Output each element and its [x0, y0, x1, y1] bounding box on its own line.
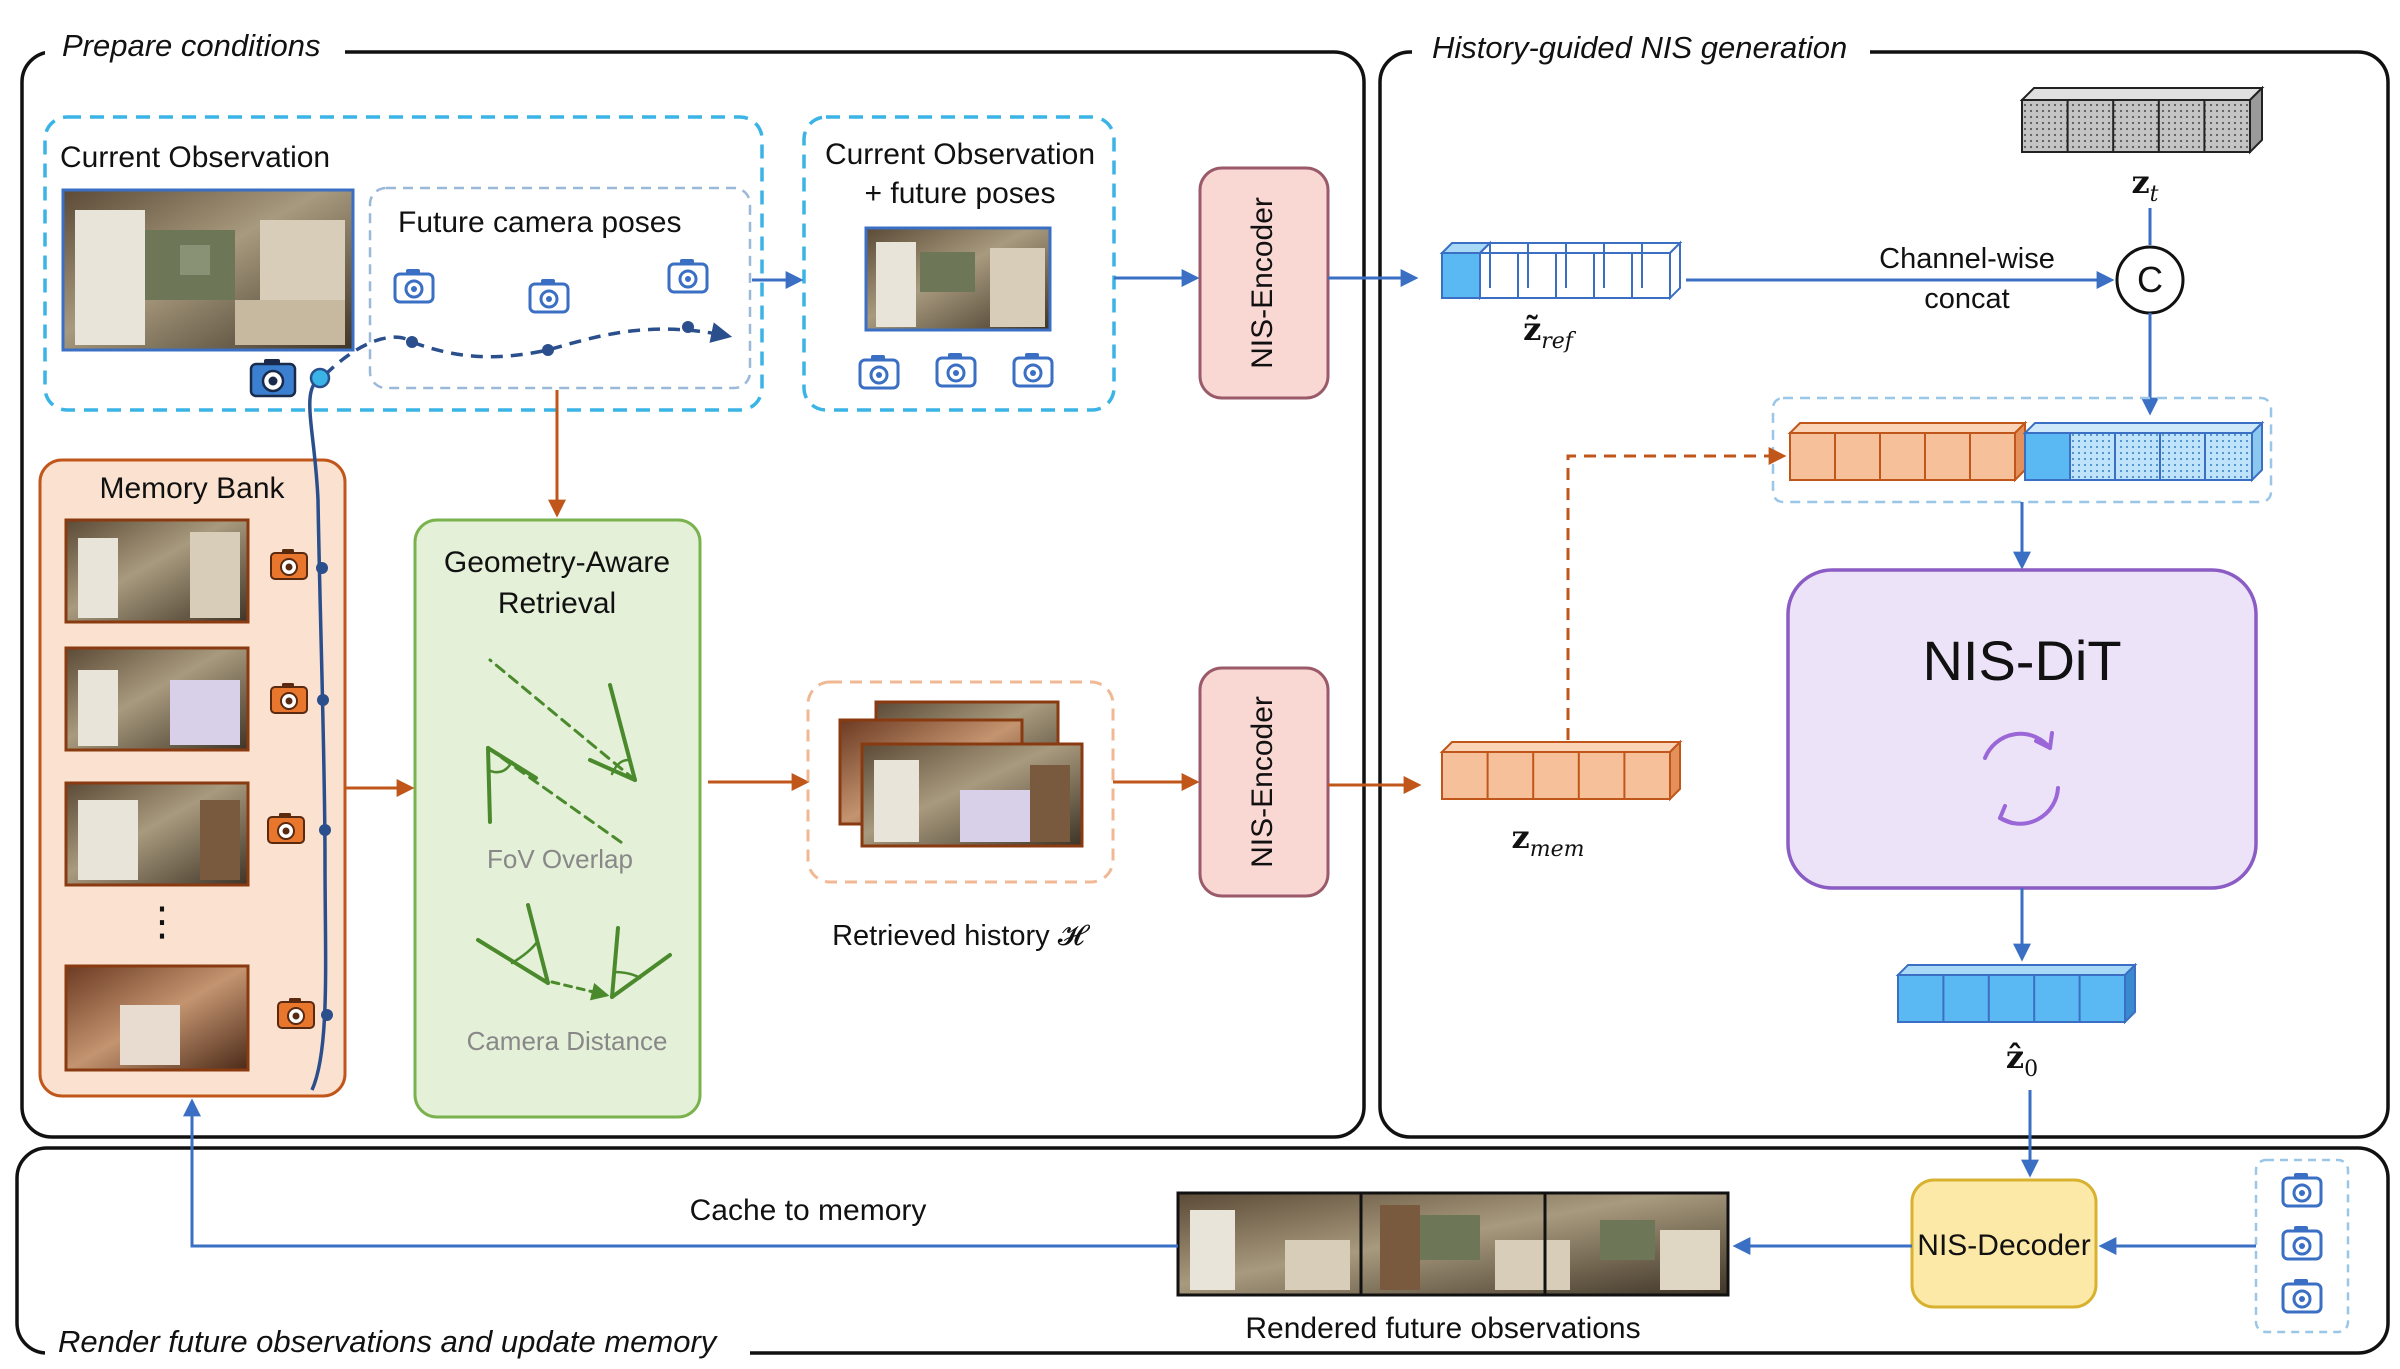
- fov-overlap-label: FoV Overlap: [487, 844, 633, 874]
- z0-label: ẑ0: [2006, 1038, 2038, 1082]
- future-trajectory-path: [323, 322, 733, 377]
- current-observation-image: [61, 188, 355, 352]
- memory-point: [319, 824, 331, 836]
- trajectory-point: [682, 321, 694, 333]
- rendered-future-label: Rendered future observations: [1245, 1312, 1640, 1345]
- future-poses-label: Future camera poses: [398, 206, 681, 239]
- memory-ellipsis: ⋮: [142, 900, 182, 944]
- arrow-zmem-to-combined: [1566, 447, 1787, 740]
- nis-encoder-top: [1198, 166, 1330, 400]
- fov-overlap-glyph: [486, 658, 637, 847]
- geometry-retrieval-panel: [413, 518, 702, 1119]
- render-section-frame: [15, 1146, 2390, 1355]
- nis-encoder-bottom: [1198, 666, 1330, 898]
- decoder-camera-icon-3: [2281, 1277, 2323, 1314]
- current-observation-panel: [43, 115, 764, 412]
- trajectory-point: [406, 336, 418, 348]
- rendered-future-strip: [1176, 1191, 1730, 1297]
- retrieved-history-label: Retrieved history 𝓗: [832, 920, 1091, 952]
- z-mem-label: zmem: [1512, 818, 1585, 862]
- refresh-icon: [1983, 731, 2060, 826]
- memory-camera-icon-2: [270, 682, 308, 714]
- memory-frame-2: [64, 646, 250, 752]
- pose-camera-icon-2: [935, 351, 977, 388]
- decoder-camera-icon-2: [2281, 1224, 2323, 1261]
- camera-distance-glyph: [476, 903, 672, 1001]
- arrow-cache-to-memory: [183, 1098, 1178, 1248]
- future-poses-subpanel: [368, 186, 752, 390]
- future-camera-icon-3: [667, 257, 709, 294]
- geometry-retrieval-label-2: Retrieval: [498, 587, 616, 620]
- z-t-latent: [2019, 85, 2265, 155]
- z-mem-latent: [1439, 739, 1683, 802]
- obs-plus-poses-image: [864, 226, 1052, 332]
- memory-camera-icon-3: [267, 812, 305, 844]
- retrieved-history-panel: [806, 680, 1115, 884]
- memory-frame-1: [64, 518, 250, 624]
- combined-latent: [1787, 420, 2265, 483]
- memory-frame-3: [64, 781, 250, 887]
- camera-distance-label: Camera Distance: [467, 1026, 668, 1056]
- nis-dit-label: NIS-DiT: [1922, 629, 2121, 692]
- channel-concat-label-1: Channel-wise: [1879, 243, 2055, 275]
- obs-plus-poses-panel: [802, 115, 1116, 412]
- obs-plus-poses-label-2: + future poses: [865, 177, 1056, 210]
- history-section-title: History-guided NIS generation: [1432, 30, 1847, 65]
- memory-bank-label: Memory Bank: [99, 472, 285, 505]
- decoder-poses-panel: [2254, 1158, 2350, 1334]
- current-position-point: [309, 367, 331, 389]
- concat-symbol: C: [2137, 259, 2163, 300]
- nis-encoder-bottom-label: NIS-Encoder: [1246, 696, 1279, 868]
- prepare-section-title: Prepare conditions: [62, 28, 321, 63]
- retrieved-history-stack: [838, 700, 1084, 848]
- nis-dit-block: [1786, 568, 2258, 890]
- memory-camera-icon-1: [270, 548, 308, 580]
- render-section-title: Render future observations and update me…: [58, 1324, 719, 1359]
- nis-decoder-label: NIS-Decoder: [1917, 1229, 2090, 1262]
- memory-point: [316, 562, 328, 574]
- z-ref-label: z̃ref: [1523, 310, 1577, 354]
- z-ref-latent: [1439, 240, 1683, 301]
- current-observation-label: Current Observation: [60, 141, 330, 174]
- future-camera-icon-2: [528, 277, 570, 314]
- memory-point: [317, 694, 329, 706]
- obs-plus-poses-label-1: Current Observation: [825, 138, 1095, 171]
- history-section-frame: [1378, 50, 2390, 1139]
- future-camera-icon-1: [393, 267, 435, 304]
- pose-camera-icon-1: [858, 353, 900, 390]
- geometry-retrieval-label-1: Geometry-Aware: [444, 546, 670, 579]
- current-camera-icon: [249, 357, 297, 398]
- memory-point: [321, 1009, 333, 1021]
- decoder-camera-icon-1: [2281, 1171, 2323, 1208]
- pose-camera-icon-3: [1012, 351, 1054, 388]
- memory-trajectory-path: [308, 376, 328, 1091]
- trajectory-point: [542, 344, 554, 356]
- channel-concat-label-2: concat: [1924, 283, 2009, 315]
- memory-frame-4: [64, 964, 250, 1072]
- z0-latent: [1895, 962, 2138, 1025]
- nis-encoder-top-label: NIS-Encoder: [1246, 197, 1279, 369]
- memory-camera-icon-4: [277, 997, 315, 1029]
- nis-decoder-block: [1910, 1178, 2098, 1309]
- prepare-section-frame: [20, 50, 1366, 1139]
- cache-to-memory-label: Cache to memory: [690, 1194, 927, 1227]
- z-t-label: zt: [2131, 163, 2158, 207]
